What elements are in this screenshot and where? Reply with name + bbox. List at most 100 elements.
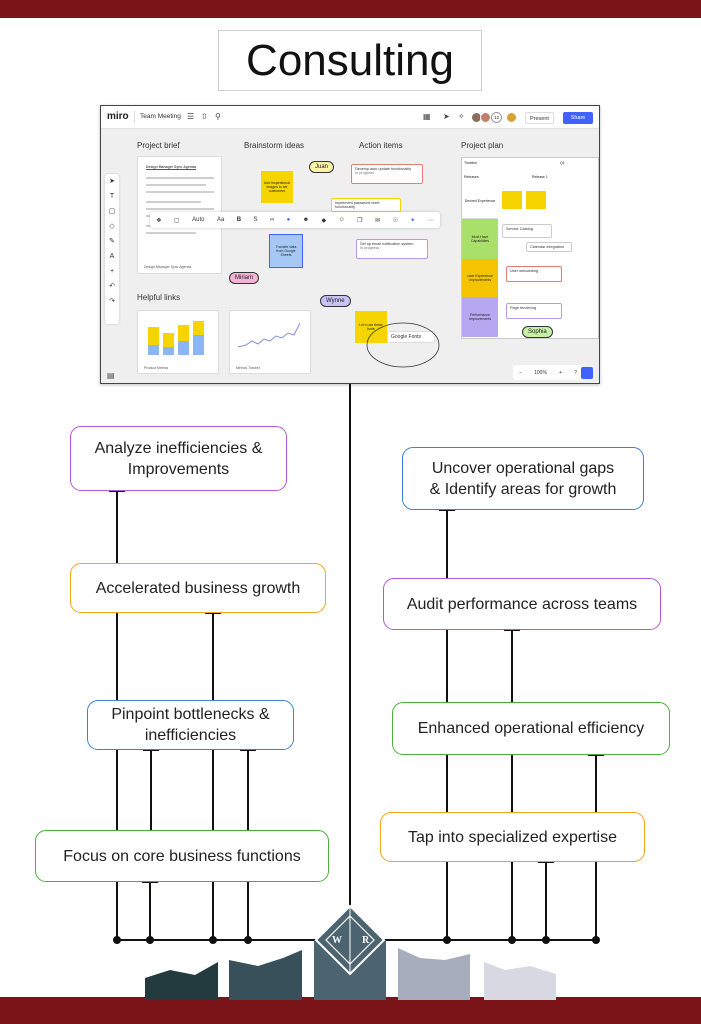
- upload-icon[interactable]: ⇧: [201, 112, 208, 121]
- plan-card[interactable]: User onboarding: [506, 266, 562, 282]
- plan-release1: Release 1: [532, 175, 548, 179]
- building-shape: [398, 948, 470, 1000]
- action-card-text: Implement password reset functionality: [335, 201, 380, 209]
- action-card-status: In progress: [355, 171, 374, 175]
- ai-assist-button[interactable]: [581, 367, 593, 379]
- cursor-tag-sophia: Sophia: [522, 326, 553, 338]
- lock-icon[interactable]: ☉: [392, 217, 398, 224]
- plan-sticky[interactable]: [502, 191, 522, 209]
- link-caption: Product Metrics: [144, 366, 169, 370]
- cursor-tag-miriam: Miriam: [229, 272, 259, 284]
- avatar-count[interactable]: 12: [491, 112, 502, 123]
- plan-releases: Releases: [464, 175, 479, 179]
- miro-board-screenshot: miro Team Meeting ☰ ⇧ ⚲ ▦ ➤ ✧ 12 Present…: [100, 105, 600, 384]
- select-icon[interactable]: ➤: [109, 178, 115, 185]
- avatar[interactable]: [506, 112, 517, 123]
- sticky-note-icon[interactable]: ▢: [108, 208, 116, 215]
- present-button[interactable]: Present: [525, 112, 554, 124]
- toolbar-font-size[interactable]: Auto: [192, 217, 205, 223]
- plan-q1: Q1: [560, 161, 565, 165]
- help-icon[interactable]: ?: [574, 369, 577, 376]
- action-card-email[interactable]: Set up email notification system In prog…: [356, 239, 428, 259]
- action-card-status: In progress: [360, 246, 379, 250]
- plan-card[interactable]: Calendar integration: [526, 242, 572, 252]
- bottom-band: [0, 997, 701, 1024]
- apps-icon[interactable]: ▦: [423, 112, 431, 121]
- link-google-fonts[interactable]: Google Fonts: [387, 331, 435, 343]
- pen-icon[interactable]: ✎: [109, 238, 115, 245]
- zoom-level[interactable]: 100%: [534, 369, 547, 376]
- link-caption: Metrics Tracker: [236, 366, 260, 370]
- connector-icon[interactable]: A: [109, 253, 115, 260]
- logo-letter-w: W: [332, 935, 342, 946]
- plan-row: Desired Experience: [462, 184, 498, 219]
- zoom-out-icon[interactable]: −: [519, 369, 522, 376]
- action-card-auto-update[interactable]: Develop auto update functionality In pro…: [351, 164, 423, 184]
- miro-left-toolbar: ➤ T ▢ ◇ ✎ A + ↶ ↷: [105, 174, 119, 324]
- line-thumbnail: [237, 322, 301, 348]
- undo-icon[interactable]: ↶: [109, 283, 115, 290]
- bold-icon[interactable]: B: [236, 217, 242, 223]
- link-metrics-tracker[interactable]: Metrics Tracker: [229, 310, 311, 374]
- action-card-password-reset[interactable]: Implement password reset functionality: [331, 198, 401, 212]
- cursor-icon[interactable]: ➤: [443, 112, 450, 121]
- menu-icon[interactable]: ☰: [187, 112, 195, 121]
- title-box: Consulting: [218, 30, 482, 91]
- sticky-transfer-data[interactable]: Transfer data from Google Sheets: [269, 234, 303, 268]
- copy-icon[interactable]: ❐: [357, 217, 363, 224]
- doc-title: Design Manager Sync Agenda: [146, 165, 197, 169]
- logo-diamond: [314, 904, 386, 976]
- lasso-drawing: [366, 322, 440, 368]
- section-helpful-links: Helpful links: [137, 293, 181, 302]
- tag-icon[interactable]: ◆: [321, 217, 327, 224]
- miro-logo: miro: [107, 111, 129, 122]
- plan-timeline: Timeline: [464, 161, 478, 165]
- more-icon[interactable]: ⋯: [427, 217, 434, 224]
- sticky-add-images[interactable]: Add inspirational images to set customer…: [261, 171, 293, 203]
- plan-row: Must Have Capabilities: [462, 219, 498, 259]
- search-icon[interactable]: ⚲: [215, 112, 221, 121]
- zoom-in-icon[interactable]: +: [559, 369, 562, 376]
- node-uncover-gaps: Uncover operational gaps & Identify area…: [402, 447, 644, 510]
- ai-icon[interactable]: ✦: [410, 217, 416, 224]
- top-band: [0, 0, 701, 18]
- section-project-brief: Project brief: [137, 141, 180, 150]
- toolbar-text[interactable]: Aa: [216, 217, 225, 223]
- plan-sticky[interactable]: [526, 191, 546, 209]
- strike-icon[interactable]: S: [253, 217, 258, 223]
- node-specialized-expertise: Tap into specialized expertise: [380, 812, 645, 862]
- building-shape: [229, 950, 302, 1000]
- section-action-items: Action items: [359, 141, 403, 150]
- node-label: Accelerated business growth: [95, 579, 301, 597]
- action-card-text: Develop auto update functionality: [355, 167, 412, 171]
- section-brainstorm: Brainstorm ideas: [244, 141, 305, 150]
- comment-icon[interactable]: ✉: [374, 217, 380, 224]
- building-shape: [484, 962, 556, 1000]
- add-icon[interactable]: +: [109, 268, 115, 275]
- toolbar-grip-icon[interactable]: ❖: [156, 217, 162, 224]
- celebrate-icon[interactable]: ✧: [458, 112, 465, 121]
- logo-letter-r: R: [362, 935, 370, 946]
- toolbar-sticky-icon[interactable]: ▢: [174, 217, 180, 224]
- text-icon[interactable]: T: [109, 193, 115, 200]
- plan-card[interactable]: Service Catalog: [502, 224, 552, 238]
- plan-row: Performance Improvements: [462, 297, 498, 337]
- node-label: Pinpoint bottlenecks & inefficiencies: [111, 706, 270, 744]
- color-dot-icon[interactable]: ●: [286, 217, 291, 223]
- link-product-metrics[interactable]: Product Metrics: [137, 310, 219, 374]
- node-audit-performance: Audit performance across teams: [383, 578, 661, 630]
- emoji-icon[interactable]: ☺: [338, 217, 345, 223]
- shapes-icon[interactable]: ◇: [109, 223, 115, 230]
- node-accelerated-growth: Accelerated business growth: [70, 563, 326, 613]
- panel-icon[interactable]: ▤: [107, 371, 115, 380]
- cursor-tag-juan: Juan: [309, 161, 335, 173]
- board-name[interactable]: Team Meeting: [134, 111, 181, 123]
- share-button[interactable]: Share: [563, 112, 593, 124]
- user-icon[interactable]: ☻: [302, 217, 310, 223]
- node-label: Audit performance across teams: [406, 595, 638, 613]
- link-icon[interactable]: ∞: [269, 217, 275, 223]
- avatar[interactable]: [480, 112, 491, 123]
- plan-card[interactable]: Page rendering: [506, 303, 562, 319]
- redo-icon[interactable]: ↷: [109, 298, 115, 305]
